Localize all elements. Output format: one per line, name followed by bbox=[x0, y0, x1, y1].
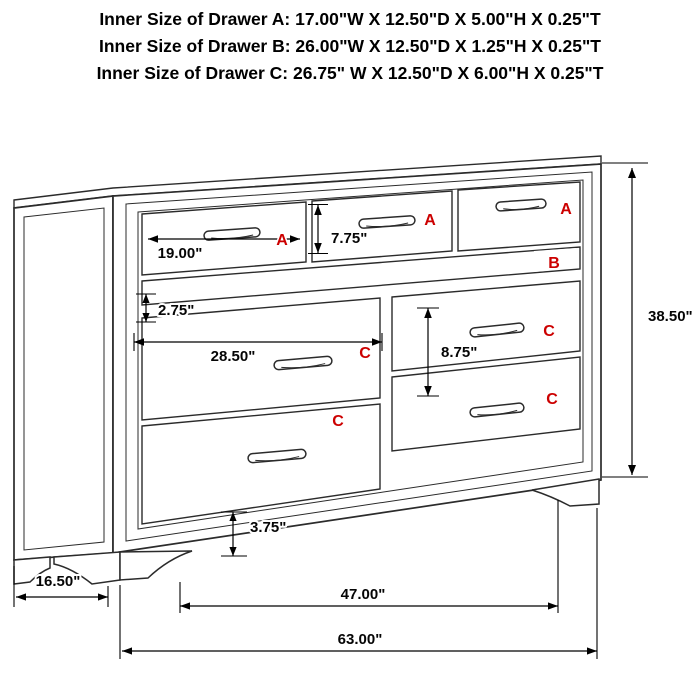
drawer-label-c-left-top: C bbox=[359, 345, 371, 362]
title-line-drawer-a: Inner Size of Drawer A: 17.00"W X 12.50"… bbox=[99, 9, 601, 29]
drawer-c-right-bottom-front bbox=[391, 356, 581, 452]
dimension-label: 38.50" bbox=[648, 308, 693, 325]
dimension-label: 47.00" bbox=[341, 586, 386, 603]
arrowhead-right bbox=[548, 602, 558, 610]
front-frame-outer-inset bbox=[125, 171, 593, 542]
arrowhead-right bbox=[372, 338, 382, 346]
inner-size-title-block: Inner Size of Drawer A: 17.00"W X 12.50"… bbox=[0, 6, 700, 87]
drawer-a3-handle bbox=[495, 198, 547, 212]
drawer-c-left-top-front bbox=[141, 297, 381, 421]
back-left-foot bbox=[13, 556, 51, 585]
arrowhead-right bbox=[290, 235, 300, 243]
dimension-label: 2.75" bbox=[158, 302, 194, 319]
handle-shadow-line bbox=[366, 222, 409, 228]
title-line-drawer-b: Inner Size of Drawer B: 26.00"W X 12.50"… bbox=[99, 36, 601, 56]
dimension-label: 8.75" bbox=[441, 344, 477, 361]
drawer-label-c-left-bottom: C bbox=[332, 413, 344, 430]
arrowhead-up bbox=[424, 308, 432, 318]
drawer-c-right-bottom-handle bbox=[469, 402, 525, 418]
dimension-label: 7.75" bbox=[331, 230, 367, 247]
drawer-label-b: B bbox=[548, 255, 560, 272]
dimension-label: 63.00" bbox=[338, 631, 383, 648]
front-left-foot bbox=[119, 550, 193, 581]
dim-drawer-c-front-height: 8.75" bbox=[417, 307, 479, 397]
arrowhead-down bbox=[628, 465, 636, 475]
dresser-side-panel-inset bbox=[23, 207, 105, 551]
drawer-a3-front bbox=[457, 181, 581, 252]
arrowhead-left bbox=[180, 602, 190, 610]
dim-drawer-a-front-height: 7.75" bbox=[308, 203, 369, 255]
drawer-label-a2: A bbox=[424, 212, 436, 229]
dim-base-depth: 16.50" bbox=[13, 566, 109, 607]
drawer-c-left-bottom-handle bbox=[247, 448, 307, 464]
arrowhead-right bbox=[98, 593, 108, 601]
arrowhead-right bbox=[587, 647, 597, 655]
dim-overall-height: 38.50" bbox=[602, 162, 695, 478]
dimension-label: 16.50" bbox=[36, 573, 81, 590]
arrowhead-left bbox=[148, 235, 158, 243]
drawer-handles bbox=[203, 198, 547, 464]
handle-shadow-line bbox=[255, 456, 300, 462]
handle-shadow-line bbox=[503, 205, 540, 210]
drawer-label-c-right-top: C bbox=[543, 323, 555, 340]
handle-shadow-line bbox=[211, 234, 254, 240]
front-frame-inner-inset bbox=[137, 179, 584, 530]
drawer-c-right-top-handle bbox=[469, 322, 525, 338]
arrowhead-up bbox=[142, 294, 150, 303]
handle-shadow-line bbox=[281, 363, 326, 369]
dresser-side-panel bbox=[13, 195, 114, 561]
front-left-foot-side bbox=[53, 551, 121, 585]
dim-drawer-a-width: 19.00" bbox=[148, 235, 300, 264]
drawer-label-c-right-bottom: C bbox=[546, 391, 558, 408]
dim-inner-leg-span: 47.00" bbox=[179, 500, 559, 613]
arrowhead-down bbox=[229, 547, 237, 556]
dimension-annotations: 19.00" 7.75" 2.75" 28.50" bbox=[13, 162, 695, 659]
drawer-a2-handle bbox=[358, 215, 416, 229]
handle-shadow-line bbox=[477, 329, 518, 336]
title-line-drawer-c: Inner Size of Drawer C: 26.75" W X 12.50… bbox=[96, 63, 604, 83]
arrowhead-left bbox=[122, 647, 132, 655]
arrowhead-down bbox=[424, 386, 432, 396]
arrowhead-up bbox=[314, 205, 322, 215]
dim-leg-height: 3.75" bbox=[221, 511, 288, 557]
dimension-label: 28.50" bbox=[211, 348, 256, 365]
handle-shadow-line bbox=[477, 409, 518, 416]
drawer-label-a3: A bbox=[560, 201, 572, 218]
dim-drawer-b-front-height: 2.75" bbox=[136, 293, 196, 323]
arrowhead-up bbox=[229, 512, 237, 521]
dresser-feet bbox=[13, 478, 600, 585]
arrowhead-up bbox=[628, 168, 636, 178]
dimension-label: 3.75" bbox=[250, 519, 286, 536]
drawer-letter-labels: A A A B C C C C bbox=[275, 200, 574, 432]
dimension-label: 19.00" bbox=[158, 245, 203, 262]
arrowhead-left bbox=[134, 338, 144, 346]
dim-drawer-c-width: 28.50" bbox=[133, 333, 383, 367]
drawer-c-left-top-handle bbox=[273, 355, 333, 371]
jewelry-drawer-b-front bbox=[141, 246, 581, 306]
arrowhead-down bbox=[314, 243, 322, 253]
drawer-c-left-bottom-front bbox=[141, 403, 381, 525]
drawer-label-a1: A bbox=[276, 232, 288, 249]
dim-overall-width: 63.00" bbox=[119, 508, 598, 659]
drawer-b-label-backplate bbox=[534, 248, 576, 272]
front-right-foot bbox=[531, 478, 600, 507]
arrowhead-left bbox=[16, 593, 26, 601]
arrowhead-down bbox=[142, 313, 150, 322]
